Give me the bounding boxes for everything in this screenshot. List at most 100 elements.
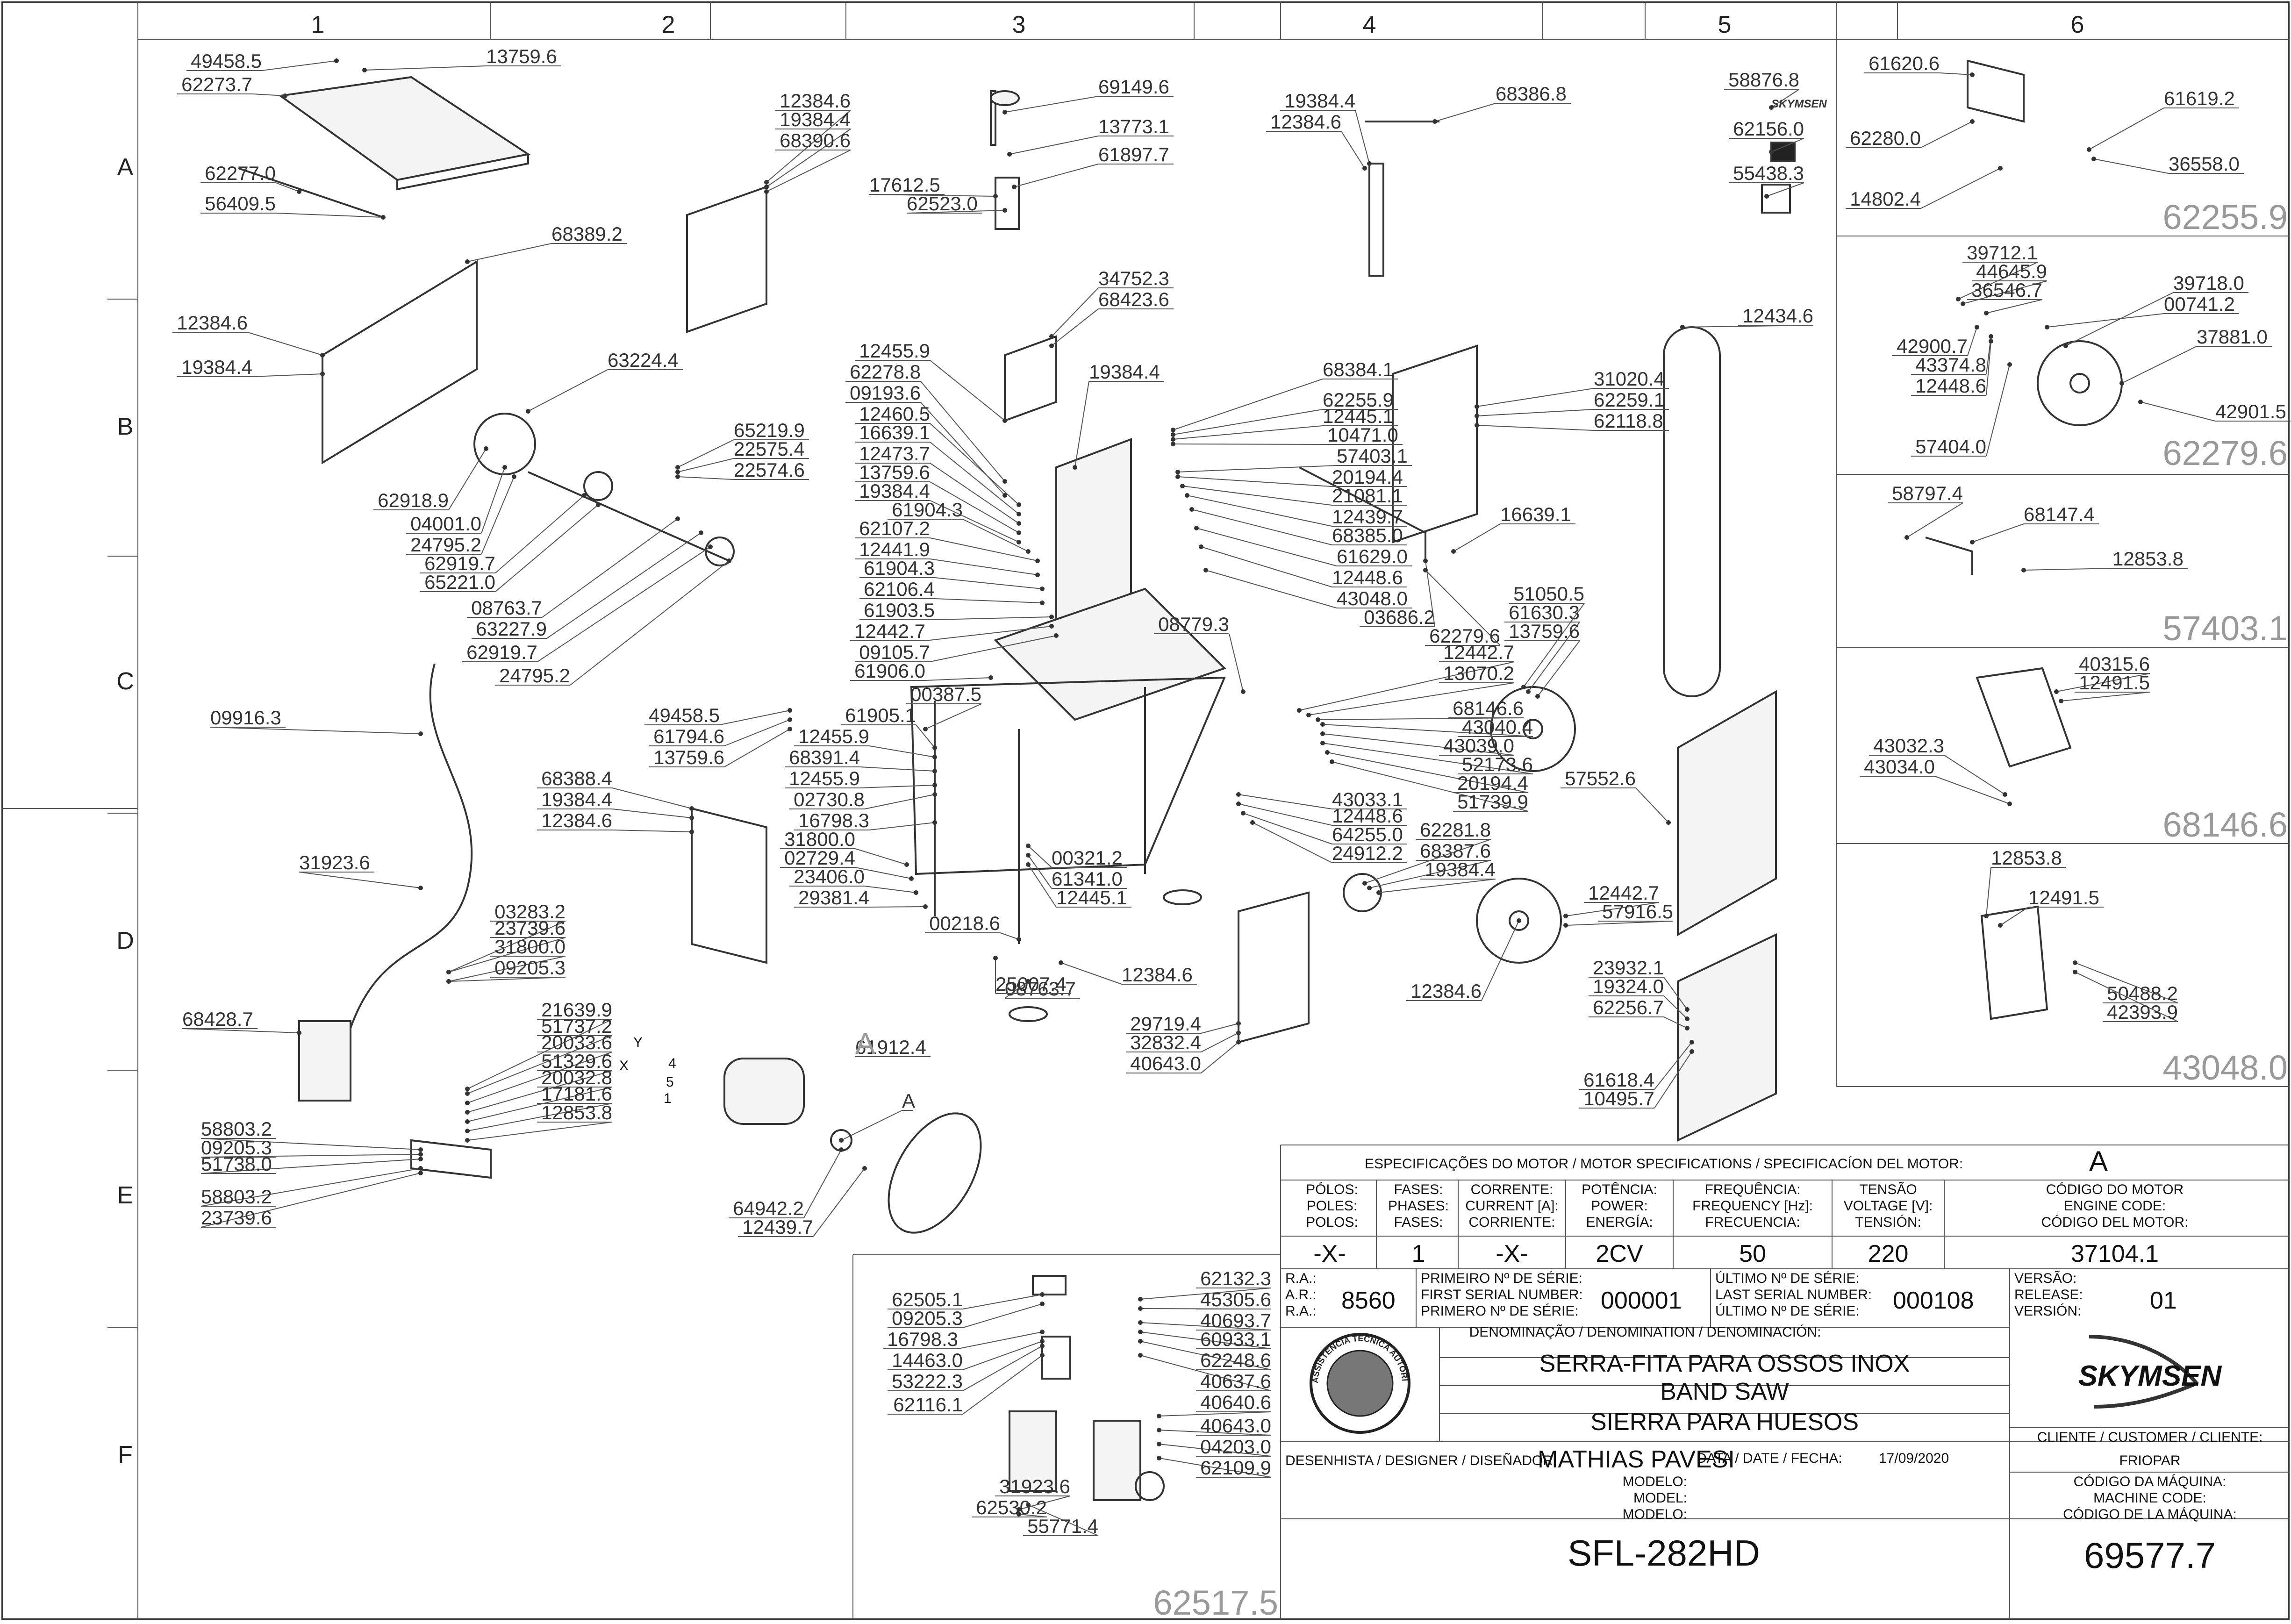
col-potencia-es: ENERGÍA: [1586,1215,1653,1230]
callout-leader [677,458,734,472]
machine-code-value: 69577.7 [2084,1535,2216,1576]
plate-bracket [1004,335,1057,422]
callout-leader [1771,138,1804,152]
callout-leader [1986,867,1991,916]
callout-leader [1378,879,1496,893]
col-potencia-en: POWER: [1591,1198,1648,1214]
callout-leader-dot [418,1171,423,1175]
part-callout: 61618.4 [1583,1069,1654,1091]
motor-label: A [855,1027,875,1060]
callout-leader-dot [1049,615,1054,619]
callout-leader [1140,1322,1272,1331]
callout-leader [261,60,337,71]
callout-leader [1159,1444,1272,1457]
wire-label-4: 4 [668,1056,676,1071]
callout-leader-dot [1035,572,1040,577]
callout-leader-dot [465,1119,470,1124]
top-cover-plate [278,76,531,181]
callout-leader [1906,502,1963,538]
callout-leader-dot [1475,414,1479,418]
callout-leader-dot [362,68,367,72]
callout-leader-dot [465,1087,470,1091]
part-callout: 08763.7 [1005,978,1076,1000]
callout-leader [467,243,552,262]
callout-leader-dot [1535,694,1540,699]
ra-label-es: R.A.: [1285,1303,1317,1319]
part-callout: 19324.0 [1593,975,1664,997]
callout-leader-dot [1138,1297,1143,1302]
part-callout: 09205.3 [201,1137,272,1159]
callout-leader [1173,379,1323,430]
callout-leader [803,1149,842,1218]
callout-leader-dot [1423,568,1428,572]
callout-leader-dot [764,185,769,189]
callout-leader [1140,1331,1272,1349]
callout-leader [448,937,566,973]
last-serial-label-en: LAST SERIAL NUMBER: [1715,1287,1872,1302]
callout-leader-dot [1059,960,1063,965]
callout-leader-dot [1989,334,1993,339]
part-callout: 12441.9 [859,538,930,560]
col-codigo-es: CÓDIGO DEL MOTOR: [2041,1215,2188,1230]
callout-leader-dot [1040,601,1045,605]
part-callout: 61341.0 [1052,868,1123,890]
part-callout: 62116.1 [893,1394,963,1416]
callout-leader [612,787,692,809]
callout-leader [930,463,1019,524]
callout-leader [1201,1042,1239,1073]
part-callout: 62107.2 [859,517,930,539]
callout-leader-dot [1376,890,1381,895]
callout-leader-dot [932,792,937,797]
part-callout: 62255.9 [1323,389,1394,411]
part-callout: 31923.6 [999,1475,1070,1497]
foot-1 [1009,1006,1048,1022]
callout-leader-dot [596,502,601,507]
callout-leader [1944,755,2005,795]
callout-leader [962,1345,1043,1391]
part-callout: 40693.7 [1200,1309,1271,1331]
callout-leader-dot [1769,105,1774,110]
callout-leader [1173,409,1323,435]
panel-watermark-1: 62255.9 [2163,198,2288,236]
callout-leader-dot [788,727,792,731]
ra-label-en: A.R.: [1285,1287,1317,1302]
part-callout: 51739.9 [1457,791,1528,813]
part-callout: 17181.6 [541,1083,612,1105]
callout-leader-dot [418,731,423,736]
callout-leader-dot [1199,544,1203,549]
panel-watermark-4: 68146.6 [2163,805,2288,844]
part-callout: 31800.0 [494,936,566,958]
callout-leader [448,956,566,982]
part-callout: 60933.1 [1200,1328,1271,1350]
part-callout: 12445.1 [1323,405,1394,427]
part-callout: 68390.6 [780,129,851,151]
callout-leader [925,677,991,681]
callout-leader [1920,121,1973,148]
part-callout: 09193.6 [850,382,921,404]
callout-leader-dot [1157,1442,1161,1446]
callout-leader-dot [788,708,792,713]
part-callout: 12445.1 [1056,887,1127,909]
part-callout: 69149.6 [1098,76,1169,98]
upper-wheel-small [473,413,536,475]
callout-leader [2023,568,2113,571]
callout-leader [546,532,702,639]
callout-leader-dot [320,353,325,358]
callout-leader-dot [1017,521,1021,526]
callout-leader [1243,813,1332,844]
first-serial-label-pt: PRIMEIRO Nº DE SÉRIE: [1421,1271,1582,1286]
part-callout: 68147.4 [2024,503,2095,525]
callout-leader [1364,839,1491,884]
callout-leader [916,724,935,748]
col-tensao-en: VOLTAGE [V]: [1844,1198,1933,1214]
part-callout: 62118.8 [1594,410,1663,432]
part-callout: 62280.0 [1850,127,1921,149]
callout-leader-dot [1306,713,1311,717]
callout-leader-dot [1040,1292,1045,1297]
wire-label-x: X [619,1058,629,1073]
callout-leader [962,1341,1043,1370]
blade-guard [1299,466,1426,561]
part-callout: 62278.8 [850,361,921,383]
callout-leader-dot [1236,1030,1241,1035]
part-callout: 23739.6 [201,1207,272,1229]
